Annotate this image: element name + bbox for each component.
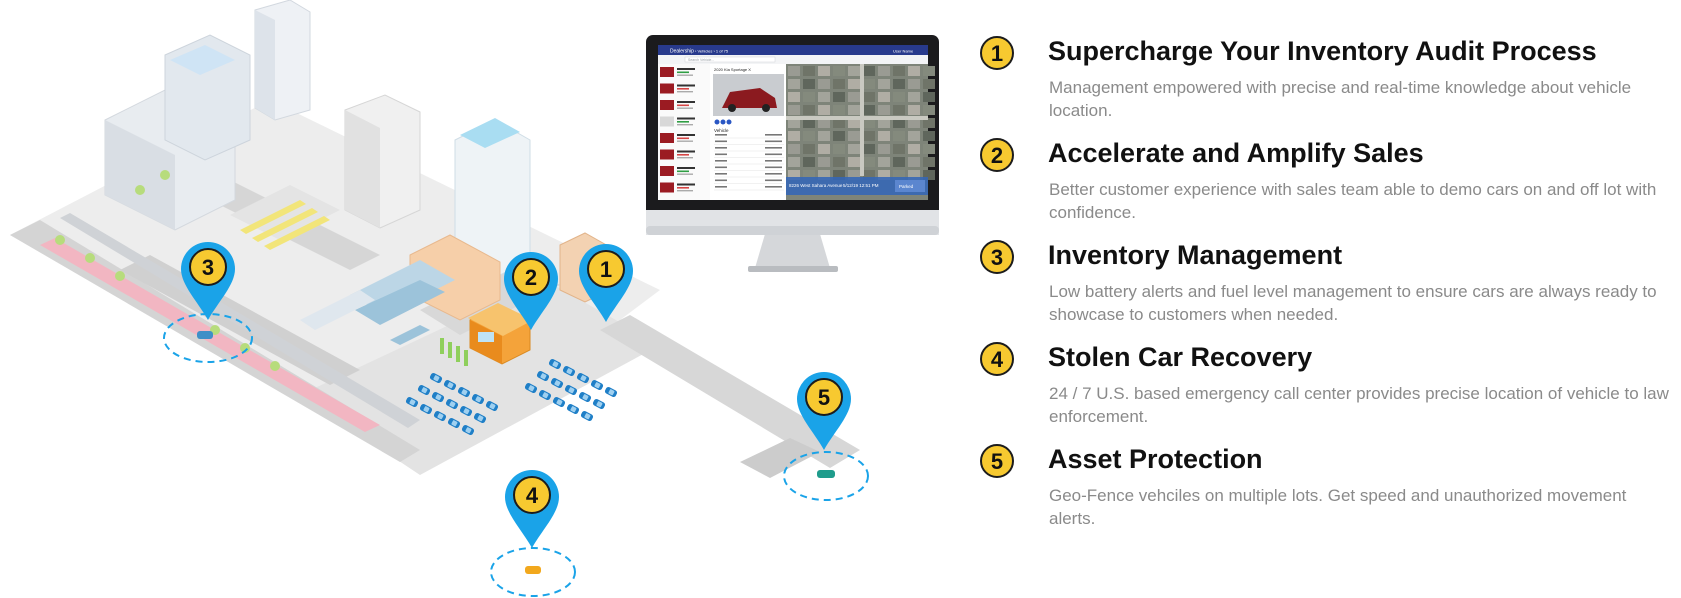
location-pin-2: 2: [504, 252, 558, 330]
feature-number-badge: 4: [980, 342, 1014, 376]
feature-number-badge: 5: [980, 444, 1014, 478]
parked-car: [524, 382, 538, 394]
parked-car: [592, 398, 606, 410]
list-thumbnail: [660, 149, 674, 160]
parked-car: [433, 410, 447, 422]
feature-list: 1 Supercharge Your Inventory Audit Proce…: [980, 30, 1675, 540]
vehicle-list: [658, 64, 710, 200]
parked-car: [590, 379, 604, 391]
app-breadcrumb: › Vehicles › 1 of 75: [695, 49, 729, 54]
feature-item-5: 5 Asset Protection Geo-Fence vehciles on…: [980, 438, 1675, 540]
feature-description: Better customer experience with sales te…: [1049, 180, 1657, 222]
monitor-screen: Dealership › Vehicles › 1 of 75 User Nam…: [658, 45, 935, 200]
user-name: User Name: [893, 49, 914, 54]
parked-car: [536, 370, 550, 382]
parked-car: [461, 424, 475, 436]
list-thumbnail: [660, 100, 674, 110]
geofence-zone-5: [783, 451, 869, 501]
parked-car: [604, 386, 618, 398]
feature-description: 24 / 7 U.S. based emergency call center …: [1049, 384, 1669, 426]
parked-car: [576, 372, 590, 384]
parked-car: [538, 389, 552, 401]
feature-title: Inventory Management: [1048, 240, 1343, 270]
location-pin-3: 3: [181, 242, 235, 320]
feature-title: Stolen Car Recovery: [1048, 342, 1313, 372]
parked-car: [417, 384, 431, 396]
parked-car: [419, 403, 433, 415]
satellite-map: 8226 West Sahara Avenue 5/12/19 12:51 PM…: [786, 64, 935, 200]
feature-item-4: 4 Stolen Car Recovery 24 / 7 U.S. based …: [980, 336, 1675, 438]
city-buildings: [55, 0, 611, 371]
location-pin-1: 1: [579, 244, 633, 322]
parked-car: [550, 377, 564, 389]
map-timestamp: 5/12/19 12:51 PM: [843, 183, 879, 188]
parked-car: [473, 412, 487, 424]
parked-cars: [405, 358, 618, 436]
feature-title: Accelerate and Amplify Sales: [1048, 138, 1424, 168]
desktop-monitor: Dealership › Vehicles › 1 of 75 User Nam…: [646, 35, 939, 272]
parked-car: [471, 393, 485, 405]
app-name: Dealership: [670, 49, 694, 55]
feature-number-badge: 1: [980, 36, 1014, 70]
parked-car: [580, 410, 594, 422]
feature-description: Geo-Fence vehciles on multiple lots. Get…: [1049, 486, 1627, 528]
feature-item-1: 1 Supercharge Your Inventory Audit Proce…: [980, 30, 1675, 132]
vehicle-detail-panel: 2020 Kia Sportage X Vehicle: [711, 64, 786, 200]
parked-car: [447, 417, 461, 429]
feature-item-3: 3 Inventory Management Low battery alert…: [980, 234, 1675, 336]
parked-car: [548, 358, 562, 370]
vehicle-section-label: Vehicle: [714, 128, 729, 133]
dealership-building: [440, 303, 533, 366]
pin-label-5: 5: [818, 385, 830, 410]
parked-car: [457, 386, 471, 398]
parked-car: [459, 405, 473, 417]
list-thumbnail: [660, 166, 674, 176]
parked-car: [485, 400, 499, 412]
parked-car: [445, 398, 459, 410]
geofence-zone-3: [163, 313, 253, 363]
location-pin-5: 5: [797, 372, 851, 450]
parked-car: [431, 391, 445, 403]
pin-label-3: 3: [202, 255, 214, 280]
list-thumbnail: [660, 116, 674, 127]
feature-title: Asset Protection: [1048, 444, 1263, 474]
feature-number-badge: 3: [980, 240, 1014, 274]
feature-number-badge: 2: [980, 138, 1014, 172]
pin-label-2: 2: [525, 265, 537, 290]
feature-item-2: 2 Accelerate and Amplify Sales Better cu…: [980, 132, 1675, 234]
parked-car: [578, 391, 592, 403]
parked-car: [405, 396, 419, 408]
city-illustration: 1 2 3 4 5: [10, 0, 939, 597]
parked-car: [429, 372, 443, 384]
map-address: 8226 West Sahara Avenue: [789, 183, 843, 188]
parked-car: [566, 403, 580, 415]
parked-car: [562, 365, 576, 377]
list-thumbnail: [660, 67, 674, 77]
vehicle-title: 2020 Kia Sportage X: [714, 67, 751, 72]
tracked-cars: [197, 331, 835, 574]
search-placeholder: Search Vehicle...: [688, 58, 714, 62]
geofence-zones: [163, 313, 869, 597]
list-thumbnail: [660, 182, 674, 193]
map-status: Parked: [899, 184, 914, 189]
parked-car: [564, 384, 578, 396]
pin-label-1: 1: [600, 257, 612, 282]
parked-car: [552, 396, 566, 408]
parked-car: [443, 379, 457, 391]
list-thumbnail: [660, 133, 674, 143]
location-pins: 1 2 3 4 5: [181, 242, 851, 548]
pin-label-4: 4: [526, 483, 539, 508]
geofence-zone-4: [490, 547, 576, 597]
list-thumbnail: [660, 83, 674, 94]
location-pin-4: 4: [505, 470, 559, 548]
feature-title: Supercharge Your Inventory Audit Process: [1048, 36, 1597, 66]
feature-description: Low battery alerts and fuel level manage…: [1049, 282, 1657, 324]
feature-description: Management empowered with precise and re…: [1049, 78, 1632, 120]
